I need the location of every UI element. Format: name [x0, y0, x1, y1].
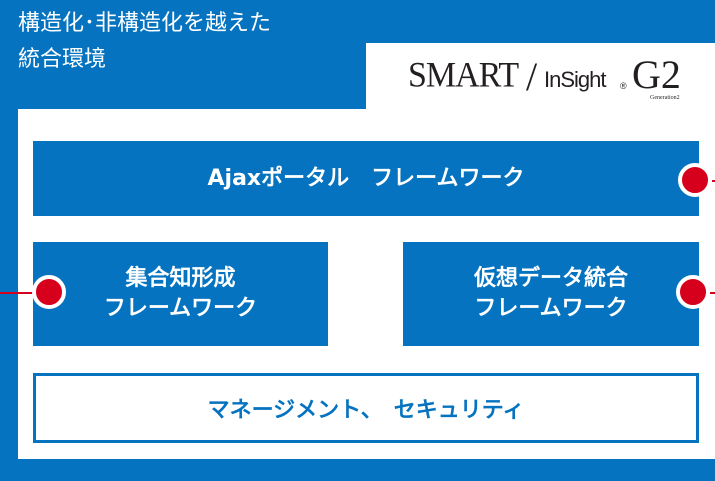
logo-generation-text: Generation2: [650, 95, 680, 101]
virtual-data-integration-framework-box: 仮想データ統合 フレームワーク: [403, 242, 699, 346]
collective-intelligence-framework-box: 集合知形成 フレームワーク: [33, 242, 328, 346]
management-security-box: マネージメント、 セキュリティ: [33, 373, 699, 443]
smart-insight-g2-logo: SMART / InSight ® G2 Generation2: [408, 51, 708, 107]
virtual-connector-line: [710, 292, 715, 294]
portal-connector-dot: [678, 163, 712, 197]
portal-connector-line: [712, 180, 715, 182]
virtual-connector-dot: [676, 275, 710, 309]
header-title: 構造化･非構造化を越えた 統合環境: [18, 11, 272, 72]
logo-smart-text: SMART: [408, 56, 519, 95]
collective-connector-dot: [32, 275, 66, 309]
logo-registered-mark: ®: [620, 81, 627, 91]
ajax-portal-framework-box: Ajaxポータル フレームワーク: [33, 141, 699, 216]
logo-container: SMART / InSight ® G2 Generation2: [366, 43, 715, 109]
logo-g2-text: G2: [632, 52, 681, 97]
logo-slash: /: [526, 54, 538, 99]
logo-insight-text: InSight: [544, 67, 606, 92]
collective-connector-line: [0, 292, 34, 294]
